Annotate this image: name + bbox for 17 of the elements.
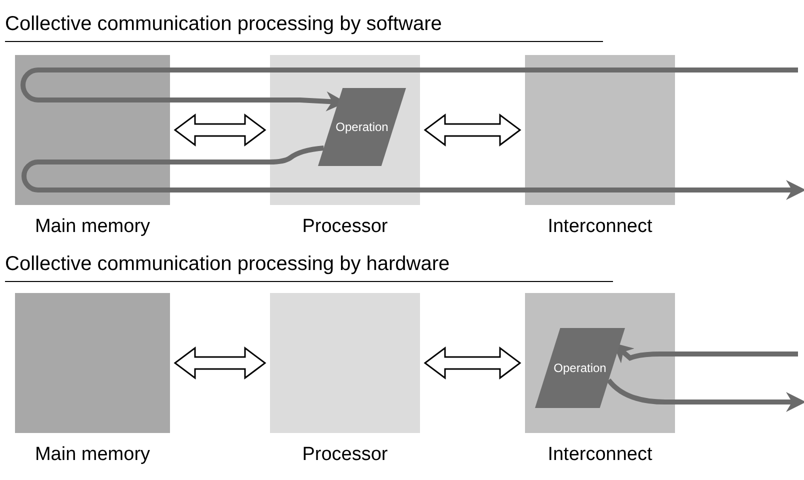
- double-arrow: [424, 346, 522, 380]
- section-heading: Collective communication processing by hardware: [5, 250, 613, 282]
- block-label: Main memory: [34, 215, 150, 239]
- double-arrow: [424, 114, 522, 146]
- data-flow-arrow: [22, 146, 804, 200]
- block-label: Processor: [302, 215, 388, 239]
- data-flow-arrow: [606, 378, 804, 412]
- block-label: Interconnect: [548, 443, 652, 467]
- section-heading: Collective communication processing by software: [5, 10, 603, 42]
- block-label: Interconnect: [548, 215, 652, 239]
- operation-label: Operation: [336, 119, 388, 136]
- double-arrow: [174, 114, 266, 146]
- data-flow-arrow: [20, 68, 798, 112]
- operation-label: Operation: [554, 360, 606, 377]
- block-label: Main memory: [34, 443, 150, 467]
- block-label: Processor: [302, 443, 388, 467]
- double-arrow: [174, 346, 266, 380]
